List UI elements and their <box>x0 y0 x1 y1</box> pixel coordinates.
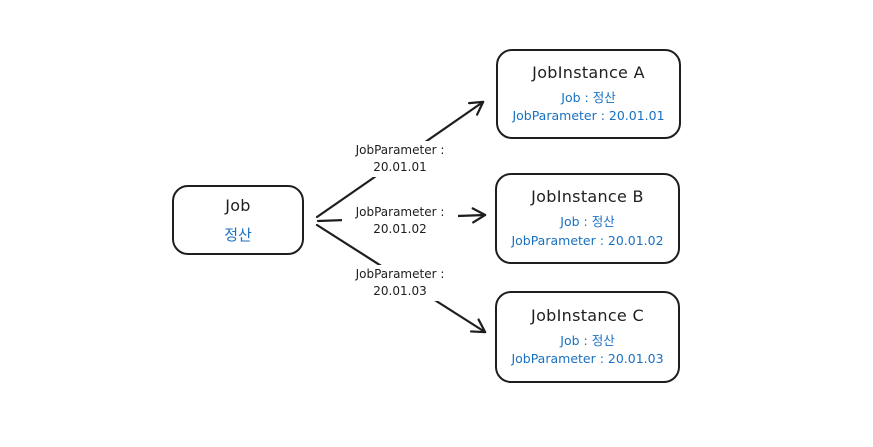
jobinstance-c-job-line: Job : 정산 <box>560 332 615 348</box>
jobinstance-a-param-line: JobParameter : 20.01.01 <box>512 108 665 123</box>
edge-label-c: JobParameter : 20.01.03 <box>342 265 458 301</box>
jobinstance-a-title: JobInstance A <box>532 62 645 82</box>
edge-label-b-line2: 20.01.02 <box>373 221 427 236</box>
jobinstance-c-param-line: JobParameter : 20.01.03 <box>511 351 664 366</box>
jobinstance-a-node: JobInstance A Job : 정산 JobParameter : 20… <box>496 49 681 139</box>
jobinstance-c-node: JobInstance C Job : 정산 JobParameter : 20… <box>495 291 680 383</box>
edge-label-c-line2: 20.01.03 <box>373 283 427 298</box>
job-node: Job 정산 <box>172 185 304 255</box>
edge-label-b-line1: JobParameter : <box>355 205 445 219</box>
jobinstance-b-job-line: Job : 정산 <box>560 214 615 230</box>
edge-label-a: JobParameter : 20.01.01 <box>342 141 458 177</box>
job-node-subtitle: 정산 <box>224 225 252 244</box>
jobinstance-c-title: JobInstance C <box>531 305 644 325</box>
jobinstance-b-node: JobInstance B Job : 정산 JobParameter : 20… <box>495 173 680 264</box>
jobinstance-a-job-line: Job : 정산 <box>561 89 616 105</box>
edge-label-b: JobParameter : 20.01.02 <box>342 203 458 239</box>
edge-label-a-line2: 20.01.01 <box>373 159 427 174</box>
job-node-title: Job <box>225 195 251 215</box>
edge-label-a-line1: JobParameter : <box>355 143 445 157</box>
jobinstance-b-param-line: JobParameter : 20.01.02 <box>511 232 664 248</box>
jobinstance-b-title: JobInstance B <box>531 187 644 207</box>
edge-label-c-line1: JobParameter : <box>355 267 445 281</box>
